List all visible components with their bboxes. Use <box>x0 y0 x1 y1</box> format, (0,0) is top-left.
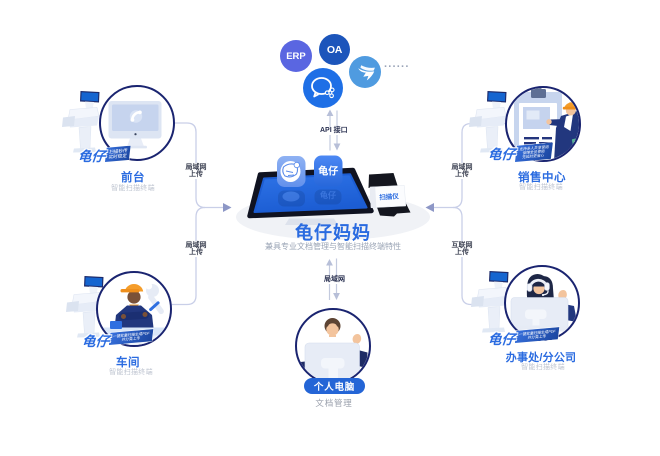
kiosk-branch <box>470 271 508 333</box>
net-label-line: 互联网 <box>451 242 473 249</box>
turtle-app-icon <box>277 156 306 187</box>
sales-center-ribbon: 龟仔 支持多人共享使用 保障全员使用 无延时更省心 <box>487 142 553 162</box>
right-top-net-label: 局域网 上传 <box>447 163 477 180</box>
ribbon-banner: 支持多人共享使用 保障全员使用 无延时更省心 <box>515 142 553 162</box>
sales-center-subtitle: 智能扫描终端 <box>519 184 563 191</box>
wecom-app-circle <box>303 68 343 108</box>
branch-office-illustration <box>506 273 578 332</box>
front-desk-title: 前台 <box>121 172 145 184</box>
kiosk-illustration <box>65 275 103 337</box>
net-label-line: 上传 <box>455 249 469 257</box>
desktop-monitor-phone-icon <box>108 100 162 149</box>
ribbon-brand: 龟仔 <box>77 149 106 164</box>
sales-person <box>546 101 579 160</box>
center-subtitle: 兼具专业文档管理与智能扫描终端特性 <box>265 242 401 251</box>
scanner-device: 扫描仪 <box>368 173 411 217</box>
workshop-ribbon: 龟仔 一键批量扫描生成PDF 并分类上传 <box>81 329 154 349</box>
net-label-line: 上传 <box>189 249 203 257</box>
left-bottom-net-label: 局域网 上传 <box>181 241 211 258</box>
guizai-icon-label: 龟仔 <box>318 165 338 178</box>
kiosk-illustration <box>469 91 507 153</box>
kiosk-front-desk <box>62 91 100 153</box>
wecom-icon <box>311 77 335 99</box>
arrow-down-icon <box>333 143 341 151</box>
tablet <box>247 167 374 219</box>
scanner-label: 扫描仪 <box>379 191 400 201</box>
workshop-worker <box>113 283 154 332</box>
left-top-net-label: 局域网 上传 <box>181 163 211 180</box>
ribbon-brand: 龟仔 <box>487 332 516 347</box>
ribbon-line: 实时稳定 <box>108 152 128 160</box>
oa-label: OA <box>326 43 343 56</box>
personal-computer-pill: 个人电脑 <box>304 378 365 394</box>
kiosk-illustration <box>62 91 100 153</box>
kiosk-illustration <box>470 271 508 333</box>
branch-office-subtitle: 智能扫描终端 <box>521 363 565 371</box>
oa-app-circle: OA <box>319 34 350 65</box>
dingtalk-app-circle <box>349 56 381 88</box>
workshop-subtitle: 智能扫描终端 <box>109 368 153 376</box>
tablet-and-scanner: 龟仔 龟仔 扫描仪 <box>247 155 411 225</box>
personal-computer-circle <box>295 308 371 384</box>
sales-center-title: 销售中心 <box>518 171 566 184</box>
kiosk-workshop <box>65 275 103 337</box>
personal-computer-illustration <box>297 317 368 380</box>
ellipsis-dots: ······ <box>384 61 410 73</box>
api-label: API 接口 <box>318 127 350 135</box>
net-label-line: 局域网 <box>451 164 473 171</box>
lan-mid-label: 局域网 <box>322 276 347 284</box>
clipboard-document <box>513 88 562 148</box>
ribbon-banner: 一键批量扫描生成PDF 并分类上传 <box>515 327 560 343</box>
net-label-line: 上传 <box>455 171 469 179</box>
front-desk-illustration <box>108 100 162 149</box>
arrow-up-icon <box>326 259 333 266</box>
dingtalk-icon <box>357 64 375 80</box>
erp-label: ERP <box>286 50 306 62</box>
arrow-down-icon <box>333 293 340 300</box>
net-label-line: 上传 <box>189 171 203 179</box>
ribbon-brand: 龟仔 <box>81 334 110 349</box>
arrow-left-icon <box>425 203 434 212</box>
personal-computer-subtitle: 文档管理 <box>315 398 353 408</box>
kiosk-sales <box>469 91 507 153</box>
right-bottom-net-label: 互联网 上传 <box>447 241 477 258</box>
front-desk-ribbon: 龟仔 扫描秒传 实时稳定 <box>77 145 132 164</box>
sales-center-illustration <box>513 88 579 160</box>
ribbon-banner: 一键批量扫描生成PDF 并分类上传 <box>109 329 154 345</box>
ribbon-banner: 扫描秒传 实时稳定 <box>105 145 132 162</box>
personal-computer-title: 个人电脑 <box>313 381 356 393</box>
center-title: 龟仔妈妈 <box>295 223 371 243</box>
net-label-line: 局域网 <box>185 164 207 171</box>
branch-office-ribbon: 龟仔 一键批量扫描生成PDF 并分类上传 <box>487 327 560 347</box>
sales-center-circle <box>505 86 581 162</box>
tablet-stand <box>285 218 338 225</box>
arrow-right-icon <box>223 203 232 212</box>
net-label-line: 局域网 <box>185 242 207 249</box>
ribbon-brand: 龟仔 <box>487 147 516 162</box>
erp-app-circle: ERP <box>280 40 312 72</box>
arrow-up-icon <box>326 109 334 116</box>
front-desk-subtitle: 智能扫描终端 <box>111 184 155 192</box>
svg-text:龟仔: 龟仔 <box>320 190 336 200</box>
guizai-app-icon: 龟仔 <box>314 155 343 187</box>
branch-office-title: 办事处/分公司 <box>505 351 577 364</box>
workshop-title: 车间 <box>116 356 140 369</box>
app-icon-reflections: 龟仔 <box>278 189 342 207</box>
